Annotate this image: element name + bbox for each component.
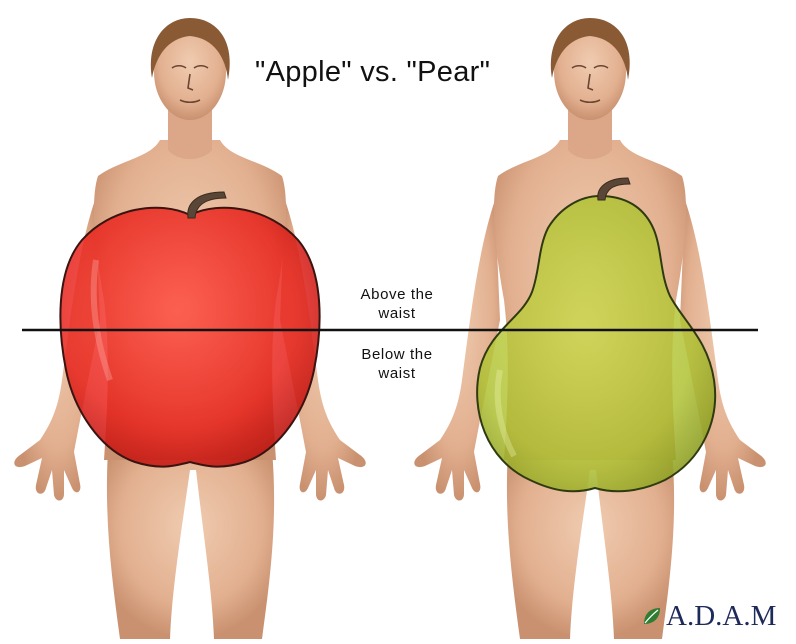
apple-figure-legs bbox=[107, 450, 274, 639]
diagram-title: "Apple" vs. "Pear" bbox=[255, 56, 535, 89]
above-waist-label-line2: waist bbox=[342, 304, 452, 323]
leaf-icon bbox=[640, 604, 664, 628]
below-waist-label-line2: waist bbox=[342, 364, 452, 383]
above-waist-label: Above the waist bbox=[342, 285, 452, 323]
pear-figure bbox=[414, 18, 765, 639]
above-waist-label-line1: Above the bbox=[342, 285, 452, 304]
apple-figure bbox=[14, 18, 365, 639]
below-waist-label: Below the waist bbox=[342, 345, 452, 383]
below-waist-label-line1: Below the bbox=[342, 345, 452, 364]
adam-logo-text: A.D.A.M bbox=[666, 600, 776, 633]
adam-logo: A.D.A.M bbox=[640, 598, 776, 634]
